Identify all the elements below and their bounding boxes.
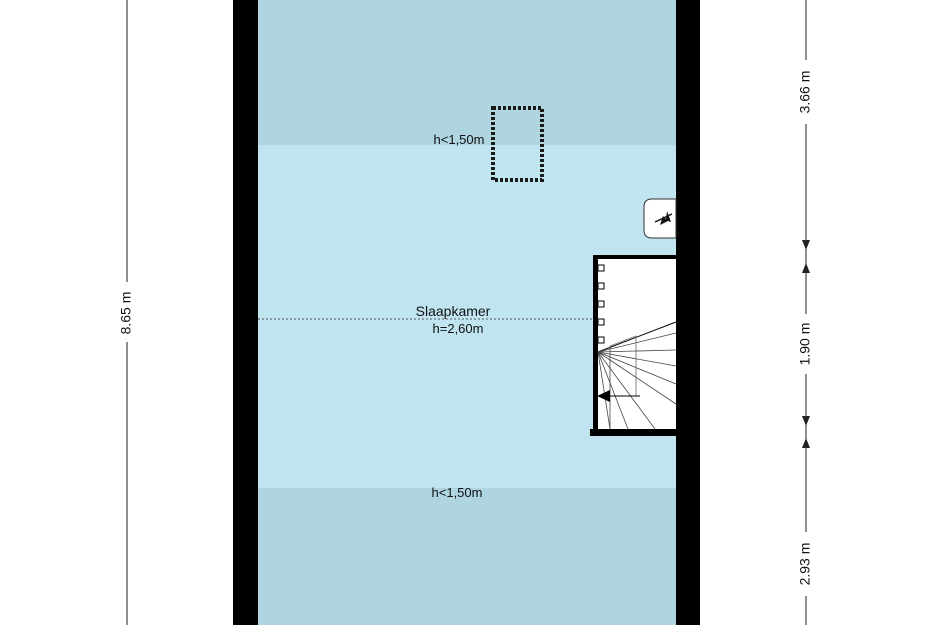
total-height-label: 8.65 m [118, 292, 134, 335]
roof-window [491, 106, 544, 182]
room-height-label: h=2,60m [433, 321, 484, 336]
fire-icon [654, 211, 673, 225]
right-bottom-dimension: 2.93 m [797, 543, 813, 586]
left-dimension-line: 8.65 m [112, 0, 142, 625]
stair-bottom-wall [590, 429, 676, 436]
right-top-dimension: 3.66 m [797, 71, 813, 114]
arrow-left-icon [597, 390, 640, 402]
right-wall [676, 0, 700, 625]
stair-side-wall [593, 255, 598, 435]
room-name: Slaapkamer [416, 303, 491, 319]
right-dimension-line: 3.66 m 1.90 m 2.93 m [792, 0, 820, 625]
staircase [590, 255, 677, 436]
low-ceiling-label-bottom: h<1,50m [432, 485, 483, 500]
stair-top-rail [596, 255, 676, 259]
low-ceiling-zone-bottom [258, 488, 676, 625]
left-wall [233, 0, 258, 625]
right-middle-dimension: 1.90 m [797, 323, 813, 366]
low-ceiling-zone-top [258, 0, 676, 145]
heater [643, 198, 677, 239]
low-ceiling-label-top: h<1,50m [434, 132, 485, 147]
